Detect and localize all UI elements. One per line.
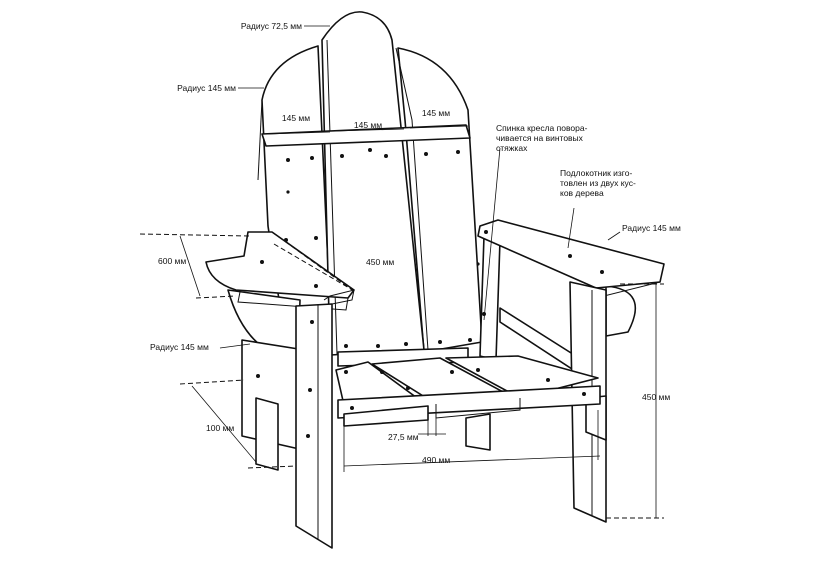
- label-leg-depth: 100 мм: [206, 423, 234, 433]
- label-height-right: 450 мм: [642, 392, 670, 402]
- back-pivot-line-2: чивается на винтовых: [496, 133, 584, 143]
- dimension-lines: [139, 25, 664, 519]
- label-top-radius: Радиус 72,5 мм: [241, 21, 302, 31]
- label-width-left: 145 мм: [282, 113, 310, 123]
- labels: Радиус 72,5 мм Радиус 145 мм 145 мм 145 …: [150, 21, 681, 465]
- left-rear-leg: [255, 397, 279, 471]
- label-back-pivot-note: Спинка кресла повора- чивается на винтов…: [496, 123, 590, 153]
- left-armrest-top: [205, 231, 355, 299]
- right-arm-bracket: [605, 285, 637, 337]
- back-crossbar: [261, 124, 471, 147]
- left-armrest-assembly: [205, 231, 355, 549]
- back-pivot-line-1: Спинка кресла повора-: [496, 123, 588, 133]
- screw-holes: [256, 148, 604, 438]
- label-arm-length: 600 мм: [158, 256, 186, 266]
- armrest-note-line-1: Подлокотник изго-: [560, 168, 632, 178]
- left-front-leg: [295, 303, 333, 549]
- seat: [335, 347, 601, 451]
- center-leg-stub: [465, 413, 491, 451]
- label-arm-radius-right: Радиус 145 мм: [622, 223, 681, 233]
- label-width-center: 145 мм: [354, 120, 382, 130]
- label-seat-width: 490 мм: [422, 455, 450, 465]
- label-slat-gap: 27,5 мм: [388, 432, 419, 442]
- back-slat-center: [321, 11, 425, 356]
- back-pivot-line-3: стяжках: [496, 143, 528, 153]
- label-arm-diagonal: 450 мм: [366, 257, 394, 267]
- back-slat-right: [397, 47, 483, 353]
- label-armrest-note: Подлокотник изго- товлен из двух кус- ко…: [560, 168, 638, 198]
- armrest-note-line-2: товлен из двух кус-: [560, 178, 636, 188]
- armrest-note-line-3: ков дерева: [560, 188, 604, 198]
- label-arm-radius-left: Радиус 145 мм: [150, 342, 209, 352]
- label-width-right: 145 мм: [422, 108, 450, 118]
- label-back-radius: Радиус 145 мм: [177, 83, 236, 93]
